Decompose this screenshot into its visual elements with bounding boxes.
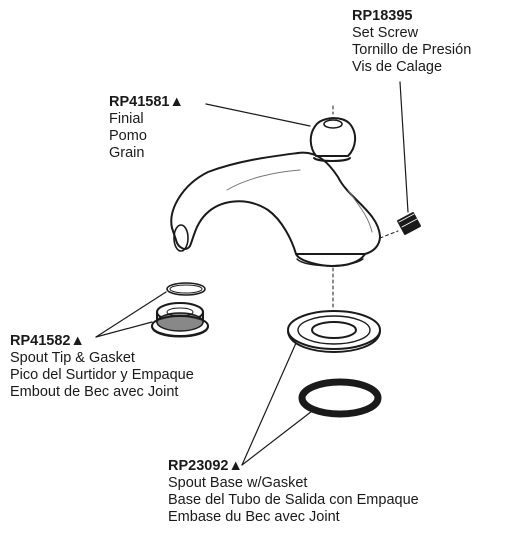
assembly-axis-lines bbox=[332, 105, 399, 311]
spout-tip-gasket bbox=[166, 282, 206, 296]
callout-set-screw: RP18395 Set Screw Tornillo de Presión Vi… bbox=[352, 8, 471, 76]
spout-tip-aerator bbox=[151, 302, 209, 338]
set-screw-part bbox=[397, 212, 421, 235]
leader-lines bbox=[95, 81, 409, 466]
part-number-spout-base: RP23092▲ bbox=[168, 458, 243, 474]
part-number-finial: RP41581▲ bbox=[109, 94, 184, 110]
faucet-spout-body bbox=[170, 151, 381, 267]
spout-base-escutcheon bbox=[287, 310, 381, 353]
part-name-french: Grain bbox=[109, 145, 145, 161]
callout-spout-tip: RP41582▲ Spout Tip & Gasket Pico del Sur… bbox=[10, 333, 194, 401]
part-name-english: Spout Tip & Gasket bbox=[10, 350, 135, 366]
part-number-spout-tip: RP41582▲ bbox=[10, 333, 85, 349]
part-name-spanish: Pico del Surtidor y Empaque bbox=[10, 367, 194, 383]
part-name-spanish: Base del Tubo de Salida con Empaque bbox=[168, 492, 419, 508]
part-name-english: Spout Base w/Gasket bbox=[168, 475, 308, 491]
part-name-english: Set Screw bbox=[352, 25, 419, 41]
part-name-french: Embase du Bec avec Joint bbox=[168, 509, 340, 525]
part-name-french: Embout de Bec avec Joint bbox=[10, 384, 179, 400]
part-name-english: Finial bbox=[109, 111, 144, 127]
spout-base-gasket bbox=[298, 378, 382, 418]
part-name-french: Vis de Calage bbox=[352, 59, 443, 75]
callout-finial: RP41581▲ Finial Pomo Grain bbox=[109, 94, 184, 162]
part-number-set-screw: RP18395 bbox=[352, 8, 413, 24]
part-name-spanish: Pomo bbox=[109, 128, 147, 144]
part-name-spanish: Tornillo de Presión bbox=[352, 42, 472, 58]
finial-knob bbox=[309, 117, 356, 162]
callout-spout-base: RP23092▲ Spout Base w/Gasket Base del Tu… bbox=[168, 458, 419, 526]
